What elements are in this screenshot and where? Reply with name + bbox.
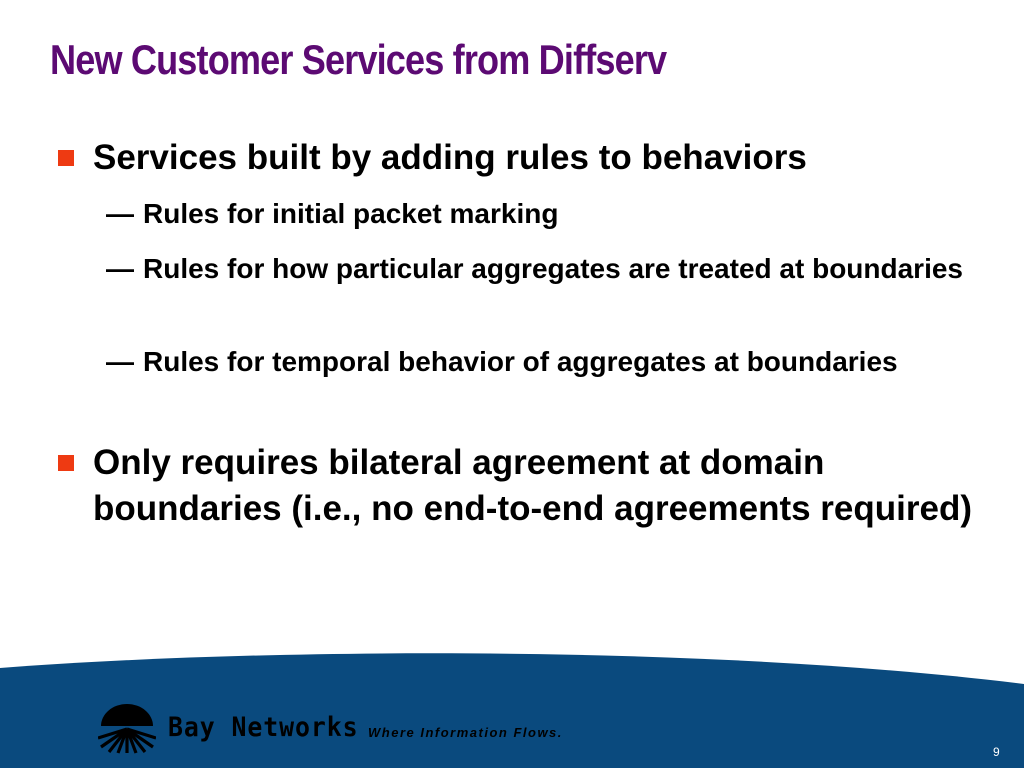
- sub-bullet-dash: —: [106, 198, 134, 229]
- bullet-square-icon: [58, 150, 74, 166]
- footer-wave-band: [0, 653, 1024, 768]
- bullet-square-icon: [58, 455, 74, 471]
- sub-bullet-dash: —: [106, 346, 134, 377]
- bullet-text: Services built by adding rules to behavi…: [93, 138, 807, 177]
- bay-networks-logo-icon: [98, 704, 156, 754]
- sub-bullet-text: Rules for initial packet marking: [143, 198, 559, 229]
- bullet-text: Only requires bilateral agreement at dom…: [93, 443, 972, 528]
- sub-bullet-dash: —: [106, 253, 134, 284]
- sub-bullet-text: Rules for temporal behavior of aggregate…: [143, 346, 898, 377]
- slide-title: New Customer Services from Diffserv: [50, 36, 667, 83]
- brand-tagline: Where Information Flows.: [368, 725, 563, 740]
- sub-bullet-text: Rules for how particular aggregates are …: [143, 253, 963, 284]
- brand-name: Bay Networks: [168, 712, 359, 743]
- page-number: 9: [993, 745, 1000, 759]
